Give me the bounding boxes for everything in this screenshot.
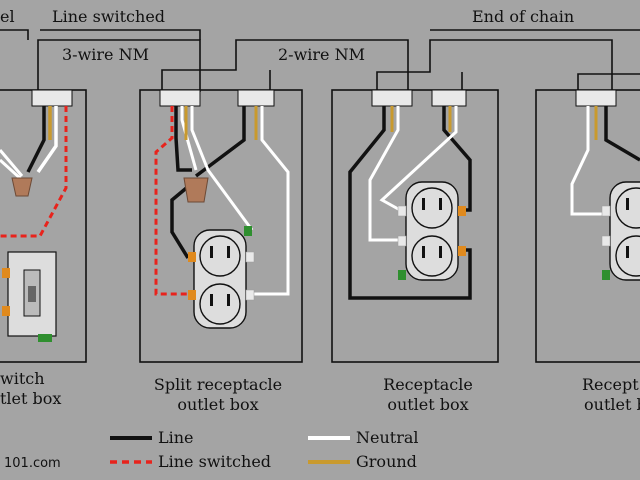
- receptacle-box: [331, 89, 499, 363]
- end-outlet-top-slot: [626, 198, 629, 210]
- split-terminal-top: [188, 252, 196, 262]
- watermark-text: 101.com: [4, 456, 61, 471]
- bracket-left: [0, 29, 29, 40]
- recept-silver-bottom: [397, 235, 407, 247]
- split-outlet-bottom: [199, 283, 241, 325]
- end-line-wire: [604, 106, 640, 162]
- switch-wire-nut: [11, 177, 33, 197]
- split-silver-bottom: [245, 289, 255, 301]
- cable-3wire-sheath: [37, 39, 201, 92]
- end-silver-bottom: [601, 235, 611, 247]
- chain-brackets: [0, 29, 640, 40]
- end-box-wiring: [570, 106, 640, 281]
- clamp-split-right: [237, 89, 275, 107]
- legend-line-switched-label: Line switched: [158, 452, 271, 471]
- split-box-wiring: [154, 106, 290, 329]
- clamp-recept-right: [431, 89, 467, 107]
- recept-line-wire-b: [442, 106, 472, 212]
- legend-neutral-label: Neutral: [356, 428, 419, 447]
- end-ground-screw: [602, 270, 610, 280]
- switch-toggle: [28, 286, 36, 302]
- split-line-wire-a: [174, 106, 192, 172]
- switch-line-wire: [26, 106, 46, 173]
- recept-neutral-a: [368, 106, 400, 242]
- cable-label-2wire: 2-wire NM: [278, 45, 365, 64]
- clamp-switch: [31, 89, 73, 107]
- split-outlet-bottom-slot-l: [210, 294, 213, 306]
- switch-neutral-wire: [36, 106, 58, 173]
- switch-line-switched-wire: [0, 106, 68, 238]
- recept-outlet-top-slot-l: [422, 198, 425, 210]
- split-outlet-bottom-slot-r: [227, 294, 230, 306]
- cable-clamps: [31, 89, 617, 107]
- split-neutral-a: [180, 106, 198, 171]
- recept-ground-screw: [398, 270, 406, 280]
- split-outlet-top: [199, 235, 241, 277]
- outlet-boxes: [0, 89, 640, 363]
- header-end-of-chain: End of chain: [472, 7, 574, 26]
- split-outlet-top-slot-l: [210, 246, 213, 258]
- split-wire-nut: [183, 177, 209, 203]
- recept-outlet-top-slot-r: [439, 198, 442, 210]
- recept-line-wire-a: [348, 106, 472, 300]
- clamp-end: [575, 89, 617, 107]
- split-neutral-b: [190, 106, 254, 231]
- cable-sheaths: [37, 39, 640, 92]
- clamp-recept-left: [371, 89, 413, 107]
- split-silver-top: [245, 251, 255, 263]
- switch-ground-screw: [38, 334, 52, 342]
- recept-outlet-bottom-slot-r: [439, 246, 442, 258]
- split-box-caption-2: outlet box: [177, 395, 258, 414]
- end-neutral-wire: [570, 106, 604, 216]
- split-outlet-top-slot-r: [227, 246, 230, 258]
- recept-outlet-top: [411, 187, 453, 229]
- switch-box-wiring: [0, 106, 68, 342]
- clamp-split-left: [159, 89, 201, 107]
- recept-brass-top: [458, 206, 466, 216]
- split-line-to-receptacle: [170, 178, 198, 259]
- recept-neutral-b: [379, 106, 458, 212]
- end-silver-top: [601, 205, 611, 217]
- legend-ground-label: Ground: [356, 452, 417, 471]
- cable-2wire-sheath: [161, 39, 409, 92]
- switch-neutral-splice: [0, 149, 24, 182]
- receptacle-box-wiring: [348, 106, 472, 300]
- split-terminal-bottom: [188, 290, 196, 300]
- switch-terminal-bottom: [2, 306, 10, 316]
- header-left-fragment: el: [0, 7, 15, 26]
- end-box-caption-2: outlet b: [584, 395, 640, 414]
- recept-outlet-bottom-slot-l: [422, 246, 425, 258]
- legend-line-label: Line: [158, 428, 194, 447]
- recept-box-caption-1: Receptacle: [383, 375, 473, 394]
- switch-terminal-top: [2, 268, 10, 278]
- split-neutral-c: [252, 106, 290, 296]
- recept-silver-top: [397, 205, 407, 217]
- switch-box-caption-1: witch: [0, 369, 45, 388]
- switch-box-caption-2: tlet box: [0, 389, 61, 408]
- header-line-switched: Line switched: [52, 7, 165, 26]
- recept-outlet-bottom: [411, 235, 453, 277]
- split-line-switched-wire: [154, 106, 190, 296]
- split-line-wire-b: [194, 106, 246, 178]
- end-box-caption-1: Recept: [582, 375, 639, 394]
- split-receptacle-box: [139, 89, 303, 363]
- bracket-line-switched: [40, 29, 201, 40]
- split-box-caption-1: Split receptacle: [154, 375, 282, 394]
- split-ground-screw: [244, 226, 252, 236]
- end-outlet-bottom-slot: [626, 246, 629, 258]
- legend: Line Line switched Neutral Ground: [110, 428, 419, 471]
- cable-label-3wire: 3-wire NM: [62, 45, 149, 64]
- recept-box-caption-2: outlet box: [387, 395, 468, 414]
- cable-chain-sheath: [376, 39, 613, 92]
- recept-brass-bottom: [458, 246, 466, 256]
- cable-end-sheath: [577, 73, 640, 92]
